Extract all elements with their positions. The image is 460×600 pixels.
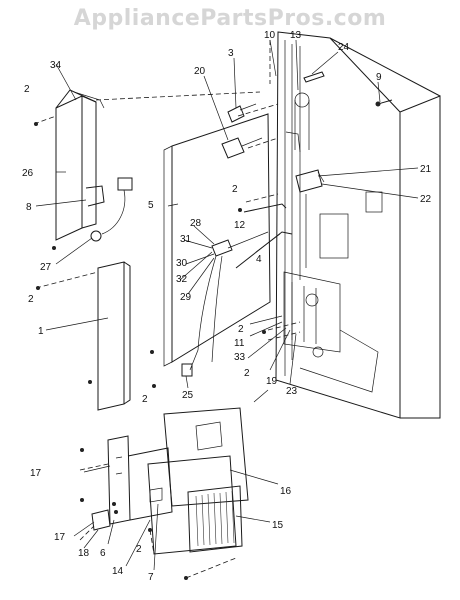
- grille: [187, 485, 243, 553]
- watermark: AppliancePartsPros.com: [73, 6, 387, 31]
- label-2-bottom: 2: [136, 544, 142, 555]
- bottom-cover: [163, 407, 249, 507]
- part-labels: 34 2 26 8 27 2 1 5 3 20 10 13 24 9 21 22…: [22, 30, 432, 583]
- label-17-bottom: 17: [54, 532, 66, 543]
- label-15: 15: [272, 520, 284, 531]
- label-17-top: 17: [30, 468, 42, 479]
- label-26: 26: [22, 168, 34, 179]
- label-7: 7: [148, 572, 154, 583]
- left-cover: [55, 89, 105, 241]
- plug-assembly: [85, 177, 133, 242]
- switch-components: [221, 103, 263, 159]
- label-1: 1: [38, 326, 44, 337]
- label-27: 27: [40, 262, 52, 273]
- label-14: 14: [112, 566, 124, 577]
- label-2-topleft: 2: [24, 84, 30, 95]
- label-33: 33: [234, 352, 246, 363]
- label-8: 8: [26, 202, 32, 213]
- label-34: 34: [50, 60, 62, 71]
- rod-4: [235, 231, 293, 269]
- label-25: 25: [182, 390, 194, 401]
- label-24: 24: [338, 42, 350, 53]
- label-2-mid: 2: [232, 184, 238, 195]
- label-22: 22: [420, 194, 432, 205]
- label-12: 12: [234, 220, 246, 231]
- left-panel: [97, 261, 131, 411]
- label-9: 9: [376, 72, 382, 83]
- label-29: 29: [180, 292, 192, 303]
- label-11: 11: [234, 338, 245, 349]
- label-19: 19: [266, 376, 278, 387]
- label-2-left: 2: [28, 294, 34, 305]
- label-20: 20: [194, 66, 206, 77]
- label-10: 10: [264, 30, 276, 41]
- rod-12: [243, 203, 287, 213]
- cabinet: [275, 31, 441, 419]
- label-18: 18: [78, 548, 90, 559]
- label-13: 13: [290, 30, 302, 41]
- fasteners: [34, 122, 266, 580]
- label-2-lowmid: 2: [142, 394, 148, 405]
- label-2-right2: 2: [244, 368, 250, 379]
- leader-lines: [35, 39, 419, 571]
- label-32: 32: [176, 274, 188, 285]
- label-2-right1: 2: [238, 324, 244, 335]
- label-5: 5: [148, 200, 154, 211]
- label-28: 28: [190, 218, 202, 229]
- label-31: 31: [180, 234, 192, 245]
- label-21: 21: [420, 164, 432, 175]
- label-4: 4: [256, 254, 262, 265]
- back-panel: [163, 113, 271, 367]
- label-23: 23: [286, 386, 298, 397]
- label-16: 16: [280, 486, 292, 497]
- assembly-guides: [33, 40, 301, 579]
- label-30: 30: [176, 258, 188, 269]
- label-3: 3: [228, 48, 234, 59]
- wire-harness: [181, 231, 269, 377]
- label-6: 6: [100, 548, 106, 559]
- base-frame: [91, 435, 237, 555]
